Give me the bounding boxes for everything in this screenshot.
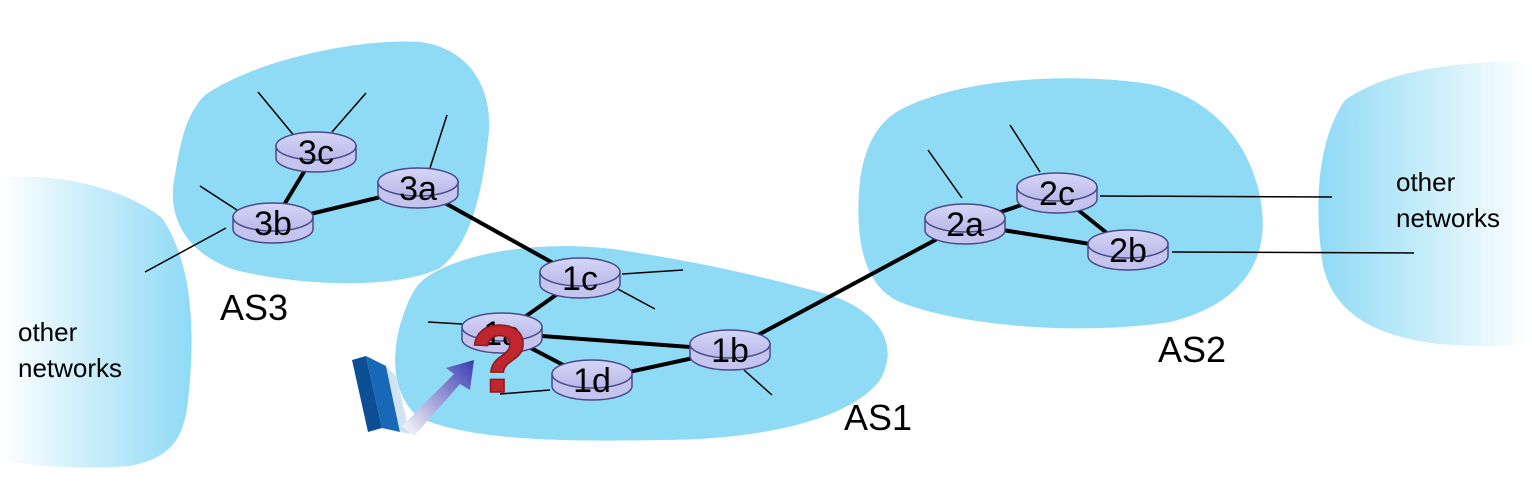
router-1d: 1d	[551, 359, 633, 401]
cloud-other-networks-left	[0, 176, 192, 468]
label-other-networks-right-2: networks	[1396, 203, 1500, 233]
router-2c: 2c	[1016, 172, 1098, 214]
router-label: 3a	[399, 170, 437, 208]
cloud-other-networks-right	[1318, 61, 1532, 347]
router-1a: 1a	[461, 312, 543, 354]
router-3a: 3a	[377, 167, 459, 209]
label-other-networks-left-2: networks	[18, 353, 122, 383]
question-mark-icon: ?	[470, 306, 529, 413]
stub-lines	[144, 91, 1415, 396]
router-label: 1d	[573, 362, 611, 400]
router-label: 3c	[298, 134, 334, 172]
label-as1: AS1	[844, 397, 912, 438]
router-label: 2b	[1109, 232, 1147, 270]
router-label: 1c	[562, 260, 598, 298]
router-label: 2c	[1039, 175, 1075, 213]
router-label: 2a	[946, 206, 984, 244]
router-3c: 3c	[275, 131, 357, 173]
router-1c: 1c	[539, 257, 621, 299]
router-3b: 3b	[232, 202, 314, 244]
packet-arrow-icon	[352, 356, 474, 436]
router-label: 1a	[483, 315, 521, 353]
router-2a: 2a	[924, 203, 1006, 245]
label-as2: AS2	[1158, 329, 1226, 370]
router-1b: 1b	[689, 329, 771, 371]
router-label: 1b	[711, 332, 749, 370]
router-2b: 2b	[1087, 229, 1169, 271]
label-as3: AS3	[220, 287, 288, 328]
label-other-networks-right-1: other	[1396, 167, 1456, 197]
router-label: 3b	[254, 205, 292, 243]
link-1b-2a	[729, 222, 966, 352]
label-other-networks-left-1: other	[18, 317, 78, 347]
